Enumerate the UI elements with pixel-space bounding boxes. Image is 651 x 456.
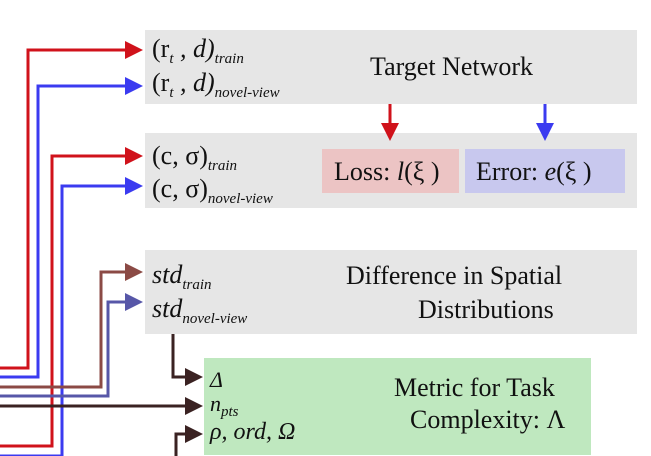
spatial-title-line2: Distributions <box>418 295 554 324</box>
arrow-rho <box>174 425 203 456</box>
arrow-std-train <box>0 263 143 389</box>
target-network-title: Target Network <box>370 52 534 81</box>
arrow-c-sigma-train <box>0 147 143 448</box>
std-train-label: stdtrain <box>152 260 212 293</box>
arrow-delta <box>171 334 203 386</box>
target-network-box <box>145 30 637 104</box>
error-box <box>465 149 625 193</box>
task-complexity-box <box>204 358 591 455</box>
metric-title-line2: Complexity: Λ <box>410 405 566 434</box>
arrow-rt-novel <box>0 77 143 379</box>
c-sigma-novel-label: (c, σ)novel-view <box>152 174 273 207</box>
std-novel-label: stdnovel-view <box>152 294 248 327</box>
arrow-std-novel <box>0 293 143 398</box>
loss-box <box>322 149 459 193</box>
spatial-title-line1: Difference in Spatial <box>346 261 563 290</box>
c-sigma-train-label: (c, σ)train <box>152 141 238 174</box>
rt-train-label: (rt , d)train <box>152 34 244 67</box>
error-label: Error: e(ξ ) <box>476 157 592 186</box>
delta-label: Δ <box>210 367 223 392</box>
arrow-c-sigma-novel <box>0 177 143 456</box>
spatial-distribution-box <box>145 250 637 334</box>
rt-novel-label: (rt , d)novel-view <box>152 68 280 101</box>
arrow-rt-train <box>0 41 143 370</box>
metric-title-line1: Metric for Task <box>394 373 555 402</box>
loss-label: Loss: l(ξ ) <box>334 157 440 186</box>
rho-ord-omega-label: ρ, ord, Ω <box>210 419 296 445</box>
npts-label: npts <box>210 391 239 420</box>
